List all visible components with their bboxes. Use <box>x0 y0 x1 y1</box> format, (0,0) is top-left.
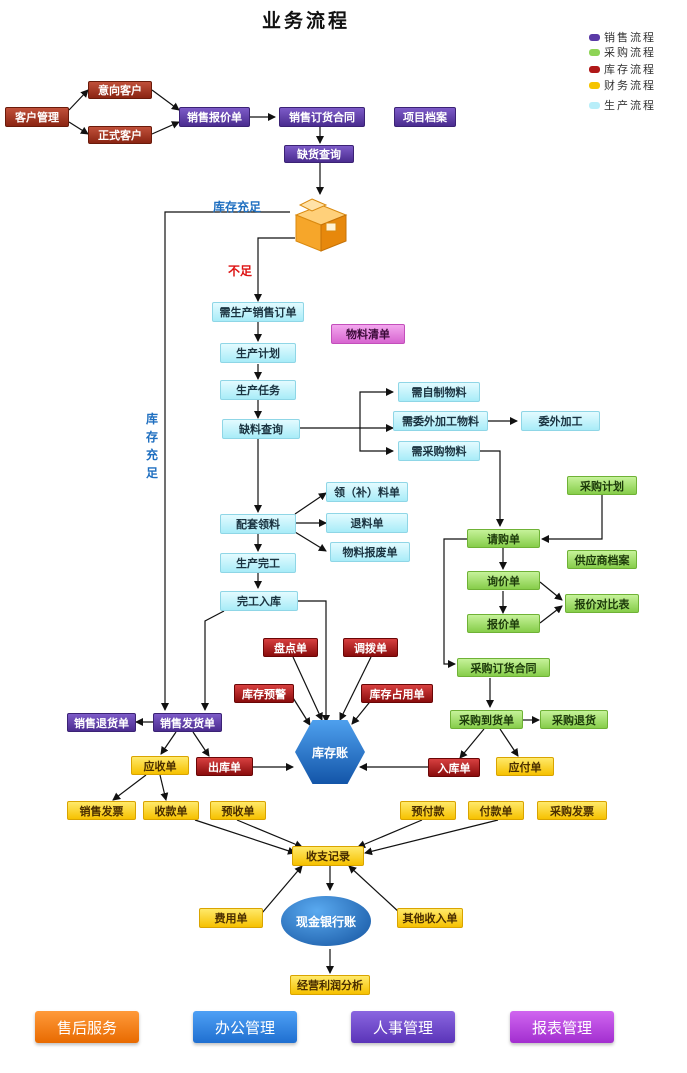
customer-mgmt-node[interactable]: 客户管理 <box>5 107 69 127</box>
inventory-ledger-node[interactable]: 库存账 <box>295 720 365 784</box>
need-purchase-material-node[interactable]: 需采购物料 <box>398 441 480 461</box>
kit-picking-node[interactable]: 配套领料 <box>220 514 296 534</box>
scrap-material-node[interactable]: 物料报废单 <box>330 542 410 562</box>
legend-production: 生产流程 <box>589 98 679 112</box>
stock-occupy-node[interactable]: 库存占用单 <box>361 684 433 703</box>
outbound-node[interactable]: 出库单 <box>196 757 253 776</box>
receivable-node[interactable]: 应收单 <box>131 756 189 775</box>
inbound-node[interactable]: 入库单 <box>428 758 480 777</box>
production-finish-node[interactable]: 生产完工 <box>220 553 296 573</box>
project-file-node[interactable]: 项目档案 <box>394 107 456 127</box>
purchase-plan-node[interactable]: 采购计划 <box>567 476 637 495</box>
pick-material-node[interactable]: 领（补）料单 <box>326 482 408 502</box>
purchase-arrival-node[interactable]: 采购到货单 <box>450 710 523 729</box>
report-mgmt-button[interactable]: 报表管理 <box>510 1011 614 1043</box>
transfer-node[interactable]: 调拨单 <box>343 638 398 657</box>
bom-node[interactable]: 物料清单 <box>331 324 405 344</box>
other-income-node[interactable]: 其他收入单 <box>397 908 463 928</box>
payment-node[interactable]: 付款单 <box>468 801 524 820</box>
advance-receipt-node[interactable]: 预收单 <box>210 801 266 820</box>
production-task-node[interactable]: 生产任务 <box>220 380 296 400</box>
legend-inventory-label: 库存流程 <box>604 63 656 76</box>
expense-node[interactable]: 费用单 <box>199 908 263 928</box>
sales-return-node[interactable]: 销售退货单 <box>67 713 136 732</box>
office-mgmt-button[interactable]: 办公管理 <box>193 1011 297 1043</box>
quote-compare-node[interactable]: 报价对比表 <box>565 594 639 613</box>
sales-quote-node[interactable]: 销售报价单 <box>179 107 250 127</box>
page-title: 业务流程 <box>261 10 350 32</box>
sales-delivery-node[interactable]: 销售发货单 <box>153 713 222 732</box>
stock-sufficient-label: 库存充足 <box>213 200 262 214</box>
receipt-node[interactable]: 收款单 <box>143 801 199 820</box>
prepayment-node[interactable]: 预付款 <box>400 801 456 820</box>
production-plan-node[interactable]: 生产计划 <box>220 343 296 363</box>
legend-purchase-swatch <box>589 48 600 56</box>
sales-invoice-node[interactable]: 销售发票 <box>67 801 136 820</box>
intent-customer-node[interactable]: 意向客户 <box>88 81 152 99</box>
return-material-node[interactable]: 退料单 <box>326 513 408 533</box>
legend-sales: 销售流程 <box>589 30 679 44</box>
payable-node[interactable]: 应付单 <box>496 757 554 776</box>
legend-finance: 财务流程 <box>589 78 679 92</box>
hr-mgmt-button[interactable]: 人事管理 <box>351 1011 455 1043</box>
purchase-contract-node[interactable]: 采购订货合同 <box>457 658 550 677</box>
legend-purchase: 采购流程 <box>589 45 679 59</box>
inquiry-node[interactable]: 询价单 <box>467 571 540 590</box>
legend-finance-swatch <box>589 81 600 89</box>
inventory-box-icon <box>294 198 348 252</box>
cash-bank-account-node[interactable]: 现金银行账 <box>281 896 371 946</box>
income-expense-record-node[interactable]: 收支记录 <box>292 846 364 866</box>
outsource-processing-node[interactable]: 委外加工 <box>521 411 600 431</box>
legend-purchase-label: 采购流程 <box>604 46 656 59</box>
legend-production-swatch <box>589 101 600 109</box>
sales-contract-node[interactable]: 销售订货合同 <box>279 107 365 127</box>
inventory-check-node[interactable]: 盘点单 <box>263 638 318 657</box>
legend-finance-label: 财务流程 <box>604 79 656 92</box>
after-sales-button[interactable]: 售后服务 <box>35 1011 139 1043</box>
legend-inventory: 库存流程 <box>589 62 679 76</box>
inventory-ledger-label: 库存账 <box>311 745 348 760</box>
stock-sufficient-vertical-label: 库存充足 <box>146 412 159 480</box>
quote-sheet-node[interactable]: 报价单 <box>467 614 540 633</box>
self-made-material-node[interactable]: 需自制物料 <box>398 382 480 402</box>
inventory-ledger-hexagon <box>295 720 365 784</box>
legend-sales-label: 销售流程 <box>604 31 656 44</box>
outsource-material-node[interactable]: 需委外加工物料 <box>393 411 488 431</box>
profit-analysis-node[interactable]: 经营利润分析 <box>290 975 370 995</box>
material-shortage-query-node[interactable]: 缺料查询 <box>222 419 300 439</box>
legend-inventory-swatch <box>589 65 600 73</box>
purchase-return-node[interactable]: 采购退货 <box>540 710 608 729</box>
need-production-order-node[interactable]: 需生产销售订单 <box>212 302 304 322</box>
stock-warning-node[interactable]: 库存预警 <box>234 684 294 703</box>
legend-sales-swatch <box>589 33 600 41</box>
formal-customer-node[interactable]: 正式客户 <box>88 126 152 144</box>
finish-storage-node[interactable]: 完工入库 <box>220 591 298 611</box>
insufficient-label: 不足 <box>228 264 253 278</box>
purchase-invoice-node[interactable]: 采购发票 <box>537 801 607 820</box>
supplier-file-node[interactable]: 供应商档案 <box>567 550 637 569</box>
legend-production-label: 生产流程 <box>604 99 656 112</box>
shortage-query-node[interactable]: 缺货查询 <box>284 145 354 163</box>
purchase-request-node[interactable]: 请购单 <box>467 529 540 548</box>
